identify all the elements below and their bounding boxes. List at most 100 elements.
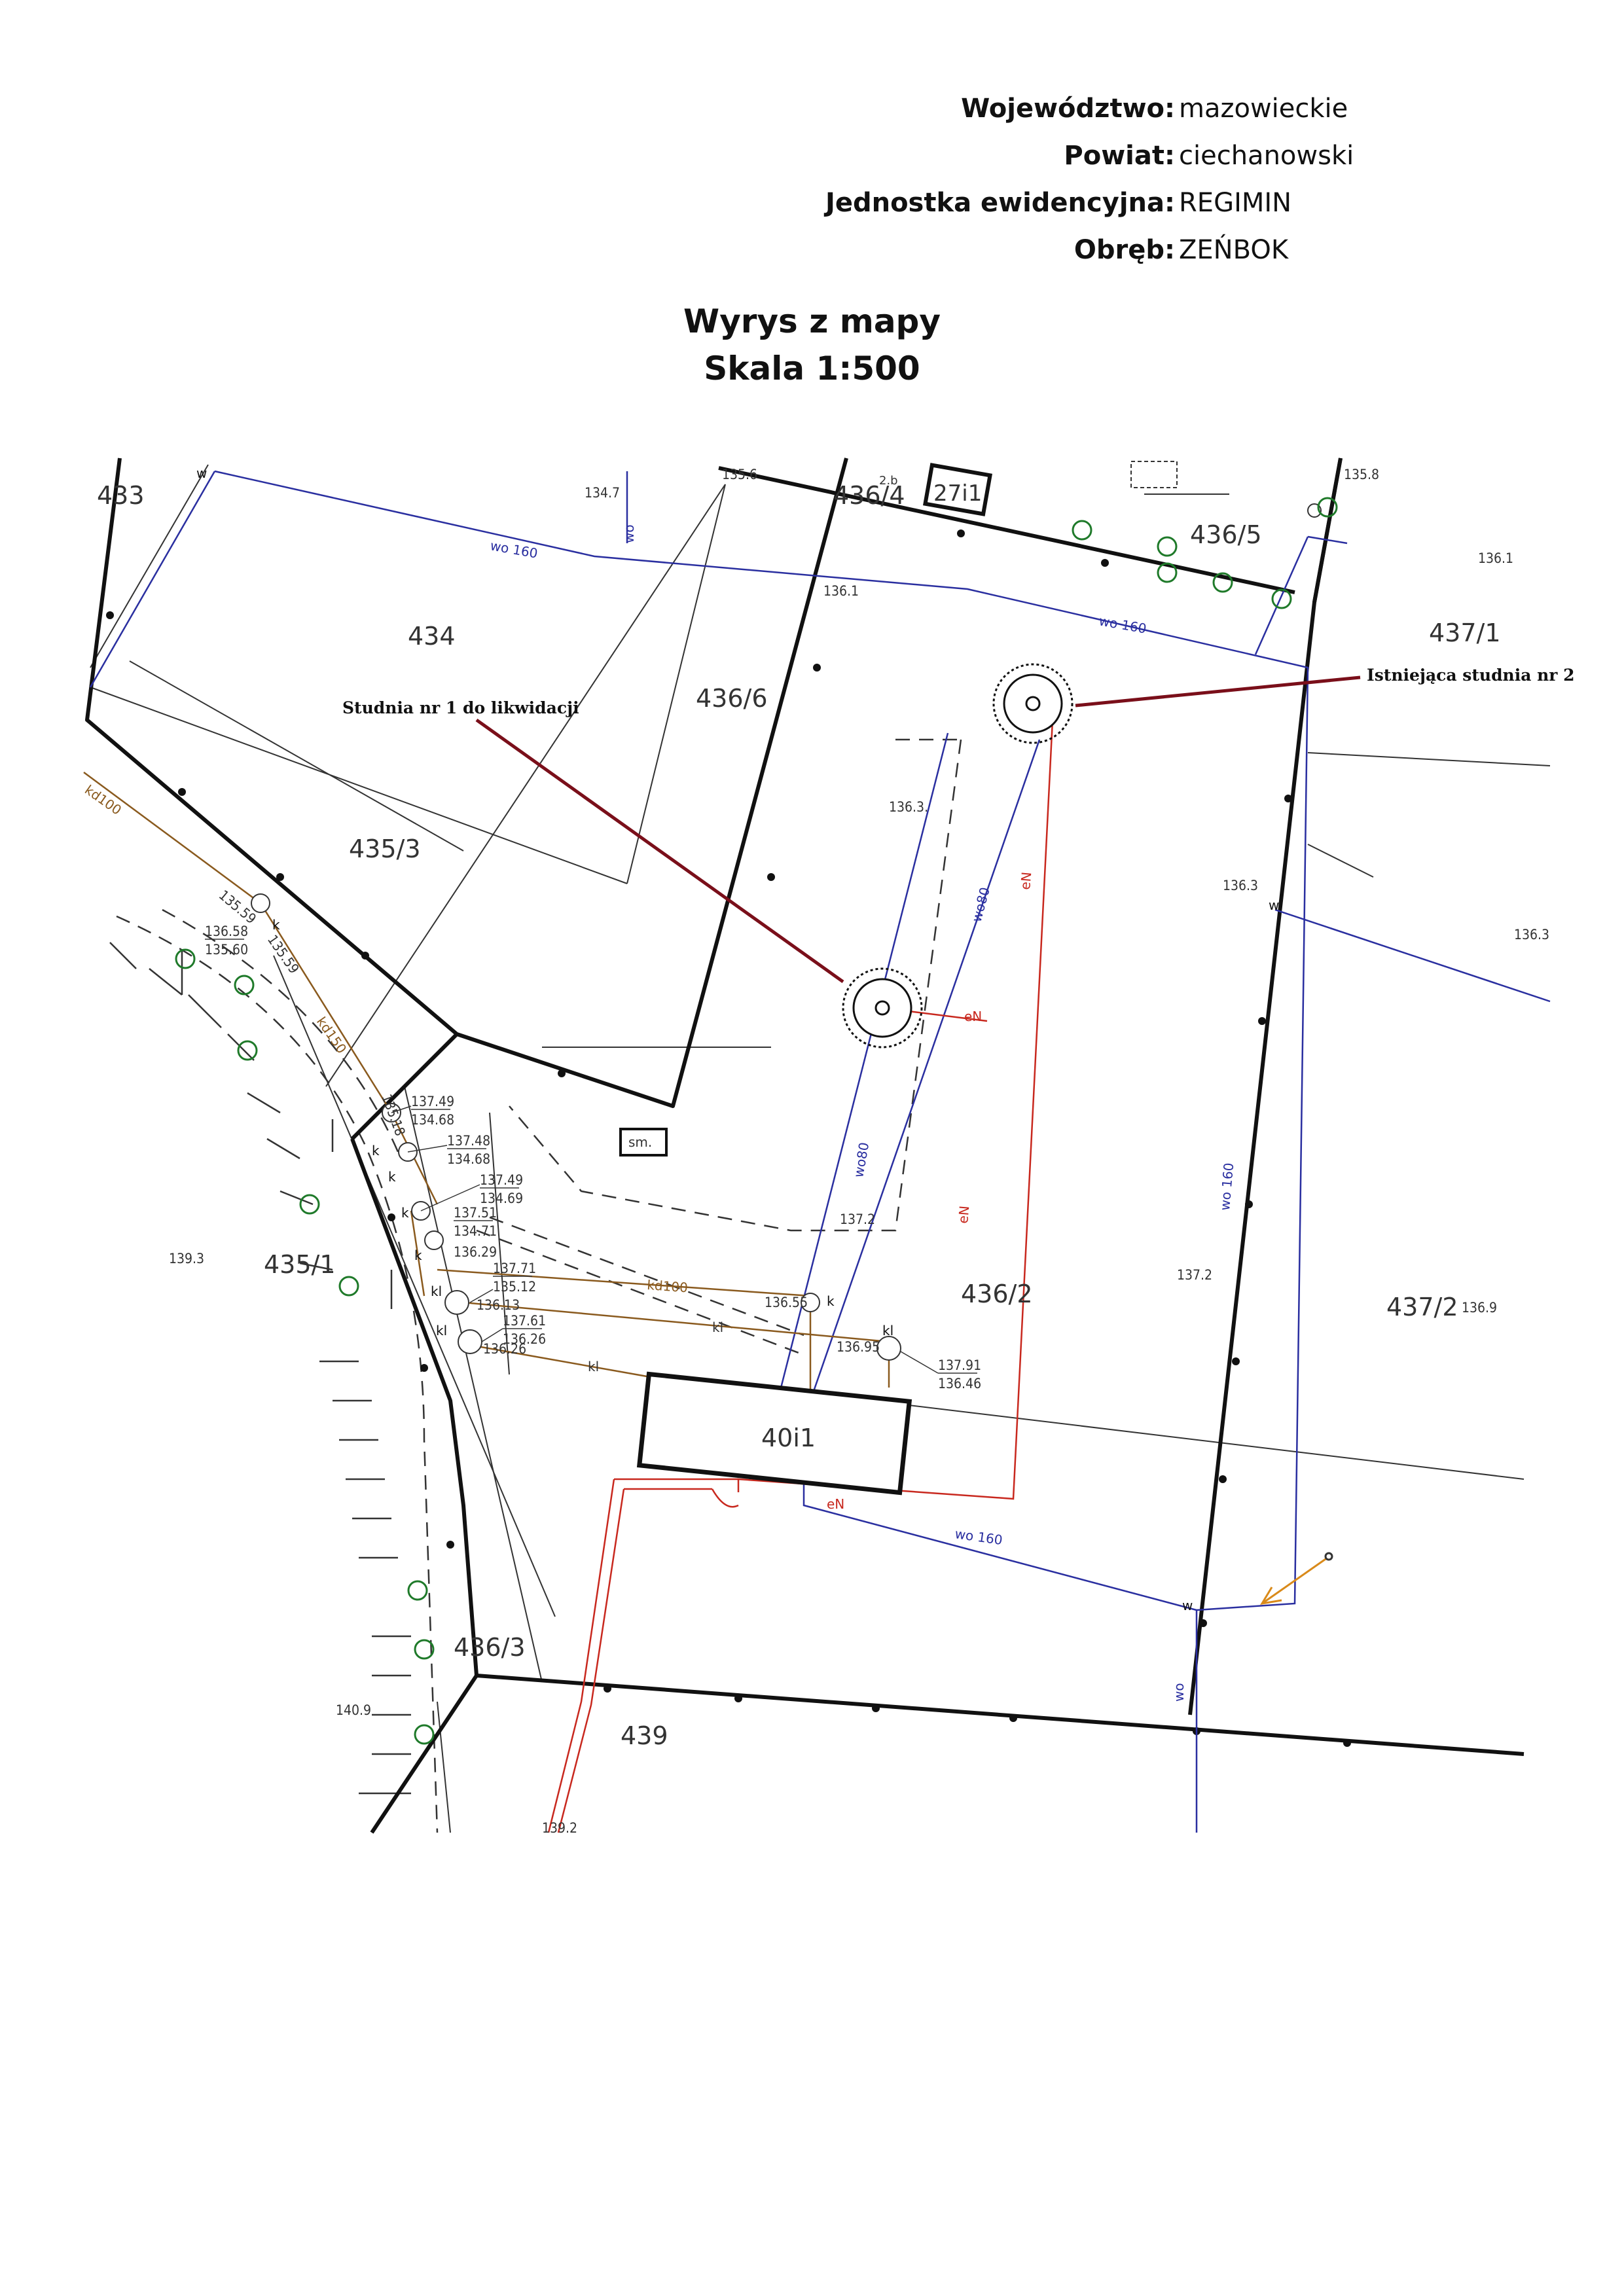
label-wo160-a: wo 160 (489, 537, 539, 561)
elev: 135.12 (493, 1279, 536, 1295)
fence-marks (109, 942, 411, 1795)
elev: 136.1 (1478, 550, 1513, 566)
elev: 137.2 (840, 1211, 875, 1227)
header-label: Województwo: (961, 94, 1175, 124)
elev: 137.2 (1177, 1267, 1212, 1283)
elev: 136.3 (1223, 878, 1258, 893)
elev: 137.48 (447, 1133, 490, 1149)
elev: 139.2 (542, 1820, 577, 1836)
elev: 134.71 (454, 1223, 497, 1239)
label-wo160-d: wo 160 (1217, 1162, 1236, 1211)
elev: 136.9 (1462, 1300, 1497, 1316)
scale-line: Skala 1:500 (704, 350, 920, 387)
elev: 136.26 (503, 1331, 546, 1347)
elev: 136.46 (938, 1376, 981, 1391)
elev: 137.91 (938, 1357, 981, 1373)
building-40 (636, 1371, 912, 1496)
map-title: Wyrys z mapy Skala 1:500 (0, 298, 1624, 392)
elev: 140.9 (336, 1702, 371, 1718)
boundary-vertices (106, 529, 1351, 1747)
label-en-b: eN (964, 1009, 982, 1024)
elev: 137.49 (480, 1172, 523, 1188)
label-kd150: kd150 (314, 1014, 350, 1056)
north-arrow-icon (1260, 1552, 1333, 1605)
label-k-c: k (388, 1169, 396, 1185)
tree-symbols (175, 497, 1338, 1745)
building-27 (922, 463, 993, 516)
label-w-c: w (196, 465, 207, 481)
parcel-434: 434 (408, 622, 456, 651)
parcel-435-3: 435/3 (349, 834, 421, 863)
header-row-precinct: Obręb:ZEŃBOK (825, 226, 1356, 274)
label-k-f: k (827, 1293, 835, 1309)
title-line: Wyrys z mapy (683, 302, 941, 340)
elev: 136.1 (823, 583, 859, 599)
label-wo40: wo (1171, 1683, 1187, 1702)
callout-well2: Istniejąca studnia nr 2 (1367, 666, 1575, 685)
label-wo-top: wo (621, 524, 637, 543)
header-row-county: Powiat:ciechanowski (825, 132, 1356, 179)
small-structure (1130, 461, 1178, 488)
header-value: mazowieckie (1179, 94, 1348, 124)
manholes (251, 503, 1322, 1361)
elev: 136.3. (889, 799, 928, 815)
elev: 137.51 (454, 1205, 497, 1221)
parcel-436-5: 436/5 (1190, 520, 1262, 549)
label-en-c: eN (955, 1205, 972, 1224)
header-label: Obręb: (1074, 235, 1175, 265)
elev: 137.61 (503, 1313, 546, 1329)
shed-label: sm. (628, 1134, 652, 1150)
water-lines (89, 470, 1551, 1833)
map-extract: 40i1 27i1 sm. 2.b Studnia nr 1 do likwid… (82, 457, 1575, 1836)
small-structure-label: 2.b (879, 474, 898, 488)
callout-well1: Studnia nr 1 do likwidacji (342, 698, 579, 717)
label-kl-c: kl (431, 1283, 442, 1299)
header-value: ZEŃBOK (1179, 235, 1289, 265)
label-kl-a: kl (712, 1319, 723, 1335)
dashed-lines (116, 738, 962, 1833)
label-en-d: eN (827, 1496, 844, 1512)
elev: 135.6 (722, 467, 757, 482)
elev: 136.95 (837, 1339, 880, 1355)
header-label: Jednostka ewidencyjna: (825, 188, 1175, 218)
elev: 139.3 (169, 1251, 204, 1266)
elev: 136.3 (1514, 927, 1549, 942)
parcel-437-2: 437/2 (1386, 1293, 1458, 1321)
parcel-435-1: 435/1 (264, 1250, 336, 1279)
elevation-underlines (205, 939, 977, 1374)
label-k-e: k (414, 1247, 422, 1263)
elev: 134.7 (585, 485, 620, 501)
label-wo80-b: wo80 (969, 886, 993, 924)
label-w-a: w (1269, 897, 1279, 913)
header-label: Powiat: (1064, 141, 1175, 171)
elev: 136.29 (454, 1244, 497, 1260)
elev: 136.13 (477, 1297, 520, 1313)
elev: 135.8 (1344, 467, 1379, 482)
label-k-d: k (401, 1205, 409, 1221)
header-row-unit: Jednostka ewidencyjna:REGIMIN (825, 179, 1356, 226)
label-wo160-c: wo 160 (954, 1526, 1003, 1548)
label-kd100-b: kd100 (647, 1277, 689, 1295)
parcel-436-4: 436/4 (833, 481, 905, 510)
elev: 136.55 (765, 1295, 808, 1310)
label-k-b: k (372, 1143, 380, 1158)
elev: 134.68 (411, 1112, 454, 1128)
well-symbol-1 (842, 967, 923, 1049)
thin-lines (90, 464, 1551, 1833)
location-header: Województwo:mazowieckie Powiat:ciechanow… (825, 85, 1356, 274)
parcel-437-1: 437/1 (1429, 619, 1501, 647)
shed (619, 1128, 668, 1157)
well-symbol-2 (992, 663, 1074, 744)
parcel-436-3: 436/3 (454, 1633, 526, 1662)
building-40-label: 40i1 (761, 1424, 816, 1452)
label-kl-d: kl (436, 1323, 447, 1338)
label-en-a: eN (1017, 871, 1034, 890)
label-k-a: k (272, 917, 280, 933)
elev: 136.26 (483, 1341, 526, 1357)
label-kl-b: kl (588, 1359, 599, 1374)
callout-leaders (475, 675, 1361, 984)
parcel-436-6: 436/6 (696, 684, 768, 713)
parcel-433: 433 (97, 481, 145, 510)
elev: 137.71 (493, 1261, 536, 1276)
building-27-label: 27i1 (933, 480, 982, 507)
